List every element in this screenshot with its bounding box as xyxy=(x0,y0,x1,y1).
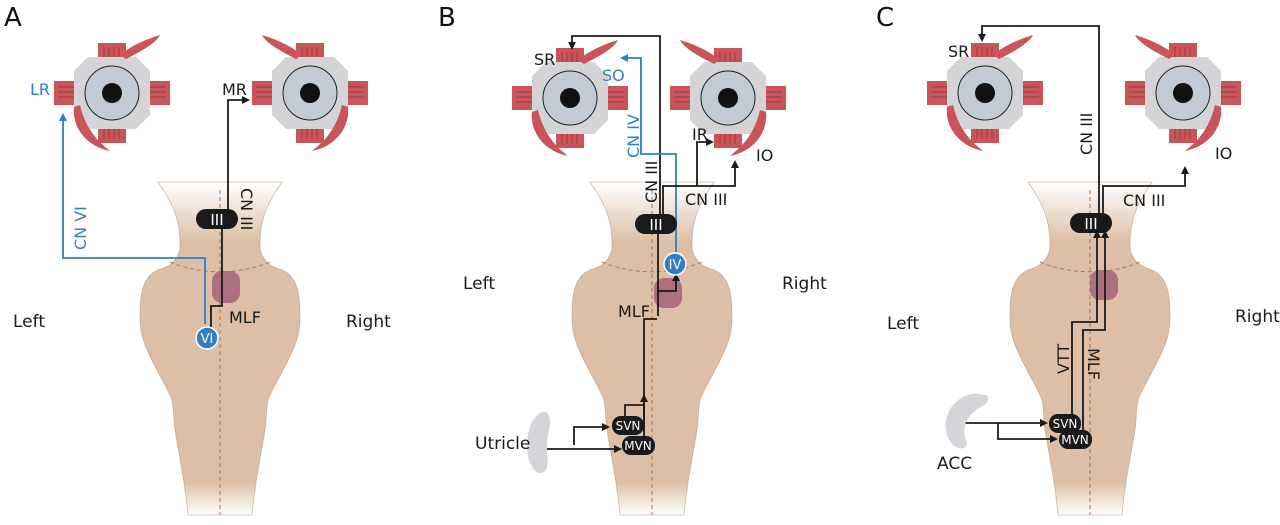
right-eye-b xyxy=(669,40,787,156)
mlf-pathway-c xyxy=(1082,230,1109,437)
io-label-b: IO xyxy=(756,146,773,165)
trochlear-nucleus-label-b: IV xyxy=(669,258,682,273)
mlf-patch-a xyxy=(212,271,240,303)
panel-letter-c: C xyxy=(876,3,894,33)
svn-label-c: SVN xyxy=(1053,417,1078,431)
svn-label-b: SVN xyxy=(616,419,641,433)
cn3-sr-pathway-c xyxy=(978,25,1100,213)
abducens-nucleus-label-a: VI xyxy=(201,332,214,347)
acc-shape-c xyxy=(945,393,989,449)
oculomotor-nucleus-label-c: III xyxy=(1084,215,1097,233)
cn3-horizontal-label-b: CN III xyxy=(685,190,727,209)
left-label-b: Left xyxy=(463,274,495,294)
mlf-to-iv-pathway-b xyxy=(658,273,680,292)
cn3-io-pathway-c xyxy=(1102,166,1189,213)
left-eye-c xyxy=(926,35,1044,151)
mlf-label-b: MLF xyxy=(618,302,650,321)
cn3-ir-pathway-b xyxy=(696,138,714,186)
mvn-label-b: MVN xyxy=(624,439,652,453)
cn6-label-a: CN VI xyxy=(71,206,90,250)
cn6-pathway-a xyxy=(59,113,206,324)
mlf-patch-c xyxy=(1090,270,1118,300)
abducens-nucleus-a xyxy=(195,326,219,350)
panel-a: A III VI LR MR CN VI CN III MLF Left Rig… xyxy=(4,3,391,516)
mvn-nucleus-c xyxy=(1059,430,1092,449)
oculomotor-nucleus-label-a: III xyxy=(210,211,223,229)
ir-label-b: IR xyxy=(692,125,708,144)
oculomotor-nucleus-b xyxy=(635,214,677,234)
panel-letter-a: A xyxy=(4,3,22,33)
mr-label-a: MR xyxy=(222,80,247,99)
cn3-label-a: CN III xyxy=(237,188,256,230)
utricle-to-svn-pathway-b xyxy=(573,423,610,445)
right-eye-c xyxy=(1124,35,1242,151)
acc-label-c: ACC xyxy=(937,454,972,474)
lr-label-a: LR xyxy=(30,80,50,99)
left-label-c: Left xyxy=(887,314,919,334)
cn3-sr-pathway-b xyxy=(568,35,661,215)
sr-label-c: SR xyxy=(948,42,969,61)
panel-letter-b: B xyxy=(438,3,456,33)
cn3-horizontal-label-c: CN III xyxy=(1123,191,1165,210)
cn3-pathway-a xyxy=(227,96,250,213)
mlf-label-c: MLF xyxy=(1084,348,1103,380)
panel-b: B III IV SVN MVN SR SO IR IO CN xyxy=(438,3,827,516)
brainstem-a xyxy=(139,181,301,516)
panel-c: C III SVN MVN SR IO CN III CN III VTT ML… xyxy=(876,3,1280,516)
mvn-nucleus-b xyxy=(622,436,655,455)
mlf-label-a: MLF xyxy=(229,308,261,327)
utricle-shape-b xyxy=(527,411,550,474)
svn-nucleus-c xyxy=(1049,414,1081,433)
mlf-pathway-a xyxy=(210,220,226,330)
cn3-vertical-label-c: CN III xyxy=(1077,113,1096,155)
right-label-c: Right xyxy=(1235,307,1280,327)
oculomotor-nucleus-label-b: III xyxy=(649,216,662,234)
trochlear-nucleus-b xyxy=(663,252,687,276)
vtt-pathway-c xyxy=(1071,230,1101,420)
sr-label-b: SR xyxy=(534,50,555,69)
left-eye-a xyxy=(53,35,171,151)
cn3-vertical-label-b: CN III xyxy=(642,161,661,203)
left-label-a: Left xyxy=(13,312,45,332)
mlf-patch-b xyxy=(654,278,682,308)
right-eye-a xyxy=(251,35,369,151)
so-label-b: SO xyxy=(602,66,625,85)
mvn-label-c: MVN xyxy=(1061,433,1089,447)
io-label-c: IO xyxy=(1215,144,1232,163)
cn4-label-b: CN IV xyxy=(624,114,643,158)
right-label-a: Right xyxy=(346,312,391,332)
vtt-label-c: VTT xyxy=(1054,344,1073,374)
oculomotor-nucleus-c xyxy=(1070,213,1112,233)
svn-nucleus-b xyxy=(612,416,644,435)
right-label-b: Right xyxy=(782,274,827,294)
utricle-label-b: Utricle xyxy=(475,434,530,454)
oculomotor-nucleus-a xyxy=(196,209,238,229)
acc-to-mvn-pathway-c xyxy=(997,423,1058,443)
left-eye-b xyxy=(511,40,629,156)
cn3-io-pathway-b xyxy=(662,160,739,215)
